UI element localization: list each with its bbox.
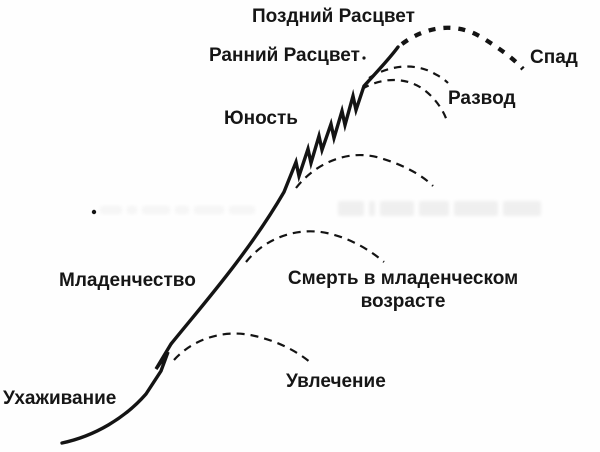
stray-dot-right (362, 56, 366, 60)
affair-arc (173, 332, 312, 364)
label-divorce: Развод (448, 88, 516, 109)
label-late-prime: Поздний Расцвет (252, 6, 415, 27)
divorce-arc-upper (368, 65, 449, 84)
label-affair: Увлечение (286, 371, 386, 392)
label-early-prime: Ранний Расцвет (209, 45, 360, 66)
faded-watermark-right (338, 196, 546, 220)
label-courtship: Ухаживание (3, 388, 117, 409)
label-infancy: Младенчество (59, 270, 196, 291)
divorce-arc-lower (361, 79, 449, 122)
main-growth-curve (60, 45, 400, 445)
faded-watermark-left (100, 203, 286, 217)
stray-dot-left (91, 209, 97, 215)
label-infant-death-line1: Смерть в младенческом (287, 268, 519, 289)
label-infant-death-line2: возрасте (360, 291, 446, 312)
infant-death-arc (245, 230, 385, 263)
adolescence-branch-arc (295, 154, 434, 189)
label-adolescence: Юность (224, 108, 298, 129)
label-decline: Спад (530, 47, 578, 68)
label-infant-death: Смерть в младенческом возрасте (283, 267, 523, 313)
decline-arc (400, 25, 525, 71)
